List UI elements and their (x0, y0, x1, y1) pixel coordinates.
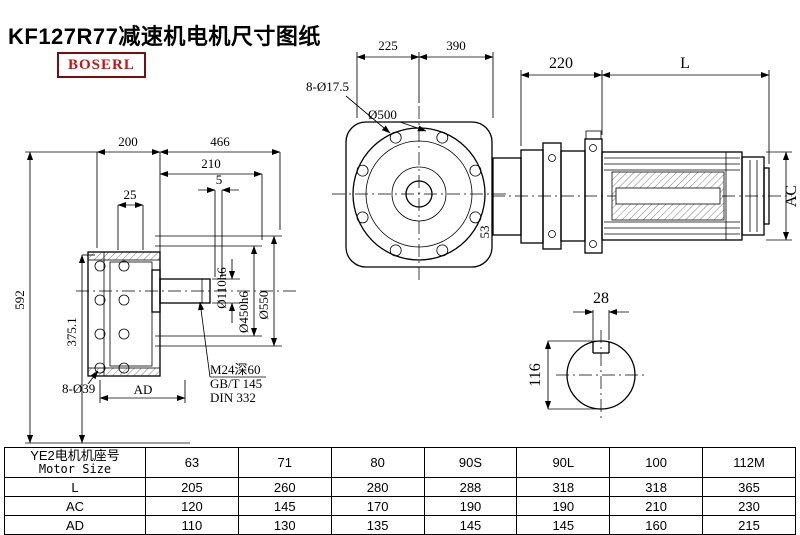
dim-d500: Ø500 (368, 107, 397, 122)
cell-AD-80: 135 (330, 515, 425, 535)
cell-AC-100: 210 (609, 496, 704, 516)
shaft-section-view: 28 116 (527, 290, 646, 420)
size-col-80: 80 (330, 447, 425, 478)
dim-466: 466 (210, 134, 230, 149)
dim-d550: Ø550 (256, 291, 271, 320)
size-col-112m: 112M (702, 447, 796, 478)
cell-AC-112m: 230 (702, 496, 796, 516)
cell-AC-71: 145 (237, 496, 332, 516)
dim-d110h6: Ø110h6 (214, 267, 229, 309)
header-en: Motor Size (38, 462, 112, 476)
dim-5: 5 (216, 172, 223, 187)
front-view (332, 106, 506, 284)
dim-28: 28 (593, 290, 609, 307)
motor-assembly (492, 130, 792, 254)
note-din332: DIN 332 (210, 390, 256, 405)
header-cn: YE2电机机座号 (30, 448, 120, 463)
cell-AC-90s: 190 (423, 496, 518, 516)
brand-logo-text: BOSERL (68, 57, 135, 73)
dim-116: 116 (527, 363, 544, 386)
page-title: KF127R77减速机电机尺寸图纸 (8, 23, 321, 49)
cell-AD-90l: 145 (516, 515, 611, 535)
dim-225: 225 (378, 38, 398, 53)
table-row-AC: AC 120 145 170 190 190 210 230 (4, 496, 796, 516)
dim-210: 210 (201, 156, 221, 171)
size-col-90l: 90L (516, 447, 611, 478)
cell-AD-112m: 215 (702, 515, 796, 535)
table-row-L: L 205 260 280 288 318 318 365 (4, 477, 796, 497)
dim-25: 25 (124, 187, 137, 202)
cell-L-112m: 365 (702, 477, 796, 497)
cell-AD-90s: 145 (423, 515, 518, 535)
table-header-motor-size: YE2电机机座号 Motor Size (4, 447, 146, 478)
size-col-100: 100 (609, 447, 704, 478)
cell-L-90s: 288 (423, 477, 518, 497)
table-header-row: YE2电机机座号 Motor Size 63 71 80 90S 90L 100… (4, 447, 796, 478)
size-col-63: 63 (145, 447, 239, 478)
row-label-L: L (4, 477, 146, 497)
cell-L-90l: 318 (516, 477, 611, 497)
cell-AD-100: 160 (609, 515, 704, 535)
cell-AC-63: 120 (145, 496, 239, 516)
cell-L-71: 260 (237, 477, 332, 497)
cell-AC-80: 170 (330, 496, 425, 516)
dim-375: 375.1 (64, 317, 79, 346)
dim-d450h6: Ø450h6 (236, 291, 251, 333)
dim-390: 390 (446, 38, 466, 53)
dim-220: 220 (549, 55, 573, 72)
size-col-71: 71 (237, 447, 332, 478)
dim-AD: AD (134, 382, 153, 397)
front-view-dimensions: 225 390 8-Ø17.5 Ø500 220 L AC 53 (306, 38, 800, 241)
motor-size-table: YE2电机机座号 Motor Size 63 71 80 90S 90L 100… (4, 447, 796, 535)
side-view-dimensions: 200 466 210 5 25 592 375.1 8-Ø39 AD Ø110… (12, 134, 282, 444)
cell-L-80: 280 (330, 477, 425, 497)
dim-592: 592 (12, 290, 27, 310)
dim-AC: AC (783, 185, 800, 207)
dim-L: L (680, 55, 690, 72)
technical-drawing: 225 390 8-Ø17.5 Ø500 220 L AC 53 (12, 38, 800, 444)
side-view (76, 251, 298, 377)
row-label-AD: AD (4, 515, 146, 535)
table-row-AD: AD 110 130 135 145 145 160 215 (4, 515, 796, 535)
dim-200: 200 (118, 134, 138, 149)
dim-53: 53 (477, 226, 492, 239)
note-m24: M24深60 (210, 362, 261, 377)
row-label-AC: AC (4, 496, 146, 516)
cell-AC-90l: 190 (516, 496, 611, 516)
note-gbt145: GB/T 145 (210, 376, 262, 391)
size-col-90s: 90S (423, 447, 518, 478)
cell-AD-63: 110 (145, 515, 239, 535)
dim-bolt-holes-front: 8-Ø17.5 (306, 79, 349, 94)
cell-L-100: 318 (609, 477, 704, 497)
dim-bolt-holes-side: 8-Ø39 (62, 381, 95, 396)
brand-logo: BOSERL (57, 52, 146, 78)
cell-L-63: 205 (145, 477, 239, 497)
cell-AD-71: 130 (237, 515, 332, 535)
